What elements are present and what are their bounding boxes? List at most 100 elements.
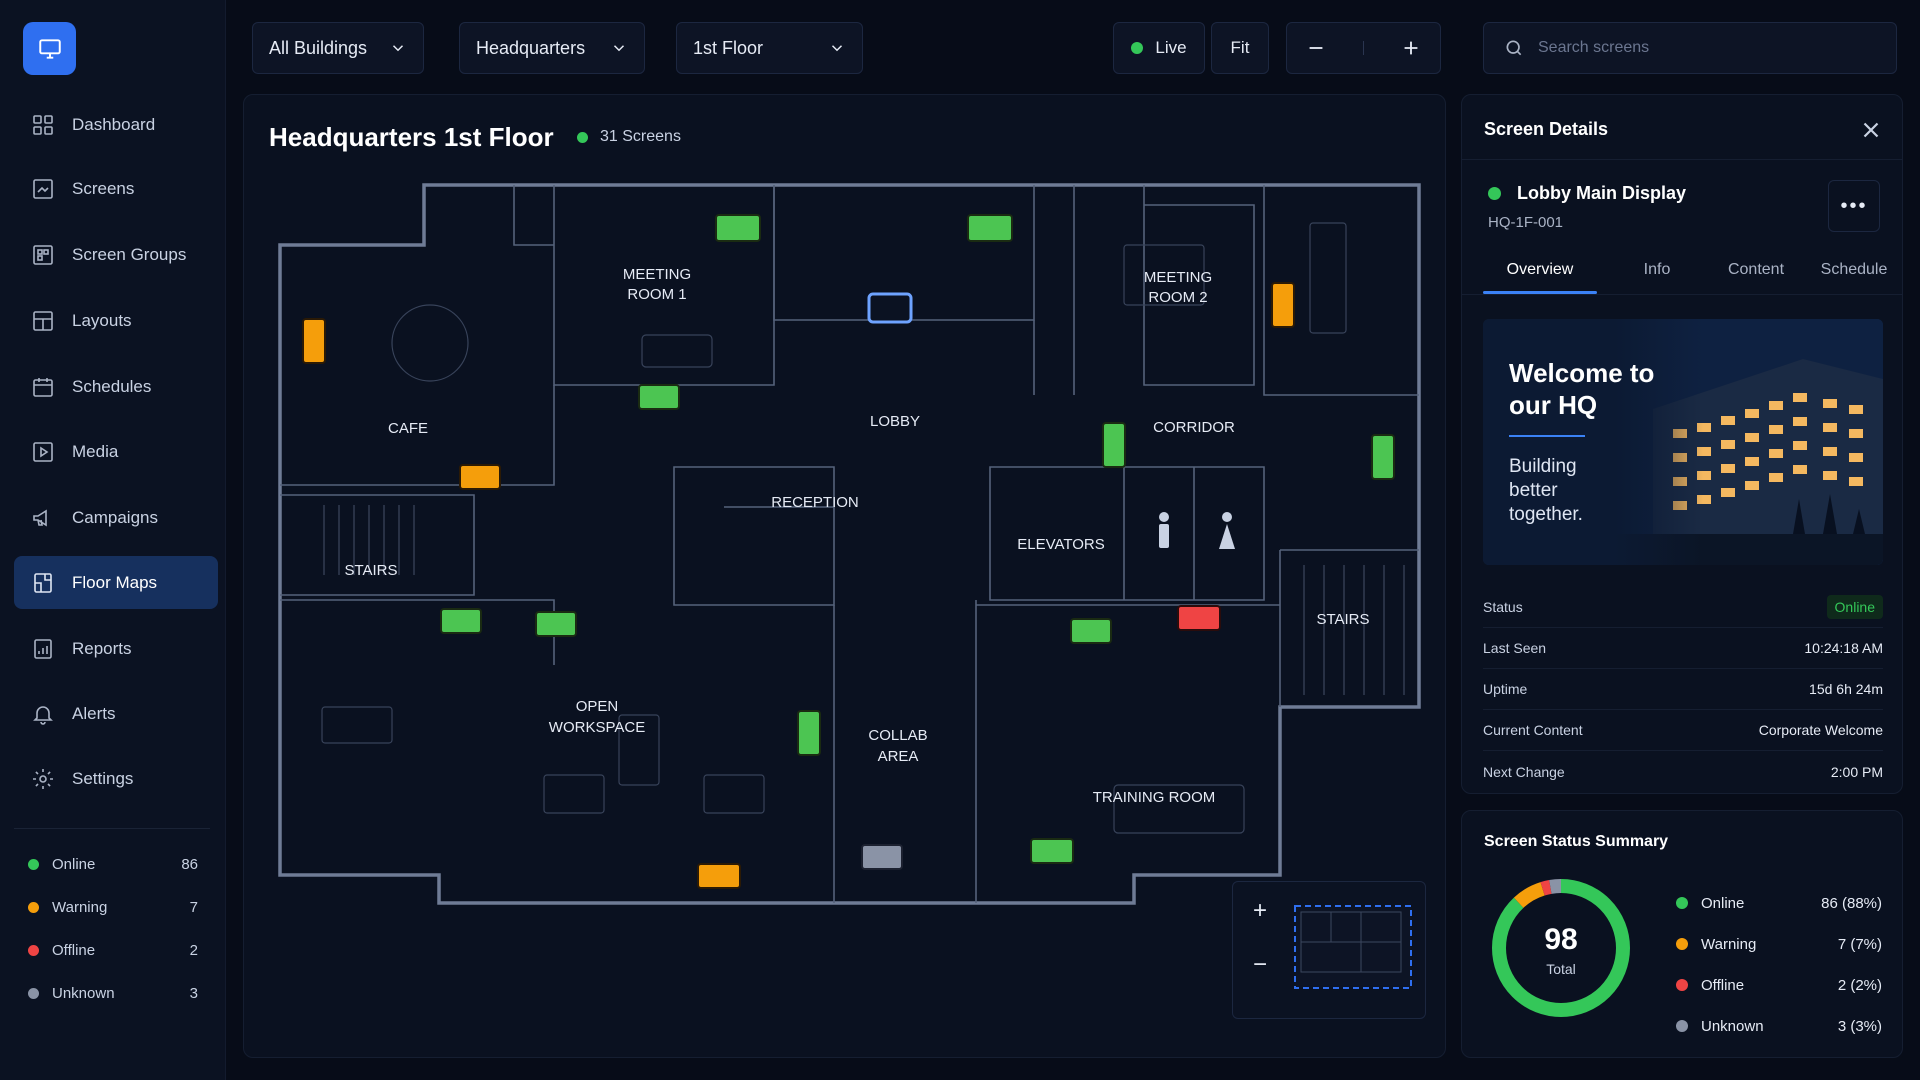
- floor-select-value: 1st Floor: [693, 37, 764, 58]
- screen-marker-online[interactable]: [638, 384, 680, 410]
- preview-accent-line: [1509, 435, 1585, 437]
- legend-unknown: Unknown 3: [28, 981, 198, 1005]
- reports-icon: [34, 638, 52, 659]
- donut-unknown-segment: [1492, 879, 1630, 1017]
- room-label-elevators: ELEVATORS: [1017, 536, 1105, 553]
- field-label: Last Seen: [1483, 640, 1547, 656]
- tab-underline: [1483, 291, 1597, 294]
- more-options-button[interactable]: •••: [1828, 180, 1880, 232]
- app-logo[interactable]: [23, 22, 76, 75]
- male-icon-body: [1159, 524, 1169, 548]
- sidebar-item-screens[interactable]: Screens: [14, 162, 218, 215]
- female-icon-body: [1219, 524, 1235, 549]
- screen-marker-warning[interactable]: [697, 863, 741, 889]
- floor-map-panel: Headquarters 1st Floor 31 Screens: [243, 94, 1446, 1058]
- sidebar-item-media[interactable]: Media: [14, 425, 218, 478]
- calendar-icon: [33, 377, 53, 397]
- screen-marker-online[interactable]: [1371, 434, 1395, 480]
- content-preview[interactable]: Welcome to our HQ Building better togeth…: [1483, 319, 1883, 565]
- field-status: Status Online: [1483, 587, 1883, 628]
- tab-info[interactable]: Info: [1643, 261, 1671, 278]
- chevron-down-icon: [613, 45, 625, 52]
- site-select[interactable]: Headquarters: [459, 22, 645, 74]
- summary-label: Offline: [1701, 976, 1745, 994]
- close-icon[interactable]: [1858, 117, 1884, 143]
- screen-marker-online[interactable]: [797, 710, 821, 756]
- screen-marker-selected[interactable]: [867, 292, 913, 324]
- room-label-corridor: CORRIDOR: [1153, 419, 1235, 436]
- screen-marker-online[interactable]: [967, 214, 1013, 242]
- live-toggle[interactable]: Live: [1113, 22, 1205, 74]
- room-labels: MEETING ROOM 1 MEETING ROOM 2 CAFE LOBBY…: [344, 266, 1369, 806]
- sidebar-item-floor-maps[interactable]: Floor Maps: [14, 556, 218, 609]
- sidebar-item-reports[interactable]: Reports: [14, 622, 218, 675]
- screen-marker-online[interactable]: [440, 608, 482, 634]
- online-dot-icon: [1676, 897, 1688, 909]
- legend-warning: Warning 7: [28, 895, 198, 919]
- building-select-value: All Buildings: [269, 37, 368, 58]
- legend-count: 7: [189, 898, 198, 916]
- screen-marker-online[interactable]: [1102, 422, 1126, 468]
- donut-total: 98: [1544, 923, 1578, 956]
- chevron-down-icon: [392, 45, 404, 52]
- screen-marker-online[interactable]: [535, 611, 577, 637]
- room-label-collab: COLLAB: [868, 727, 927, 744]
- ellipsis-icon: •••: [1840, 194, 1868, 217]
- summary-row-warning: Warning 7 (7%): [1676, 932, 1882, 956]
- room-label-open-workspace: OPEN: [576, 698, 619, 715]
- sidebar-item-schedules[interactable]: Schedules: [14, 360, 218, 413]
- floor-map-icon: [34, 572, 52, 593]
- minimap-zoom-out-button[interactable]: −: [1252, 951, 1267, 978]
- screens-count: 31 Screens: [577, 128, 681, 146]
- screen-marker-online[interactable]: [1070, 618, 1112, 644]
- live-label: Live: [1155, 38, 1187, 57]
- sidebar-divider: [14, 828, 210, 829]
- sidebar-item-settings[interactable]: Settings: [14, 752, 218, 805]
- online-dot-icon: [28, 858, 39, 870]
- screen-marker-online[interactable]: [1030, 838, 1074, 864]
- dashboard-icon: [33, 114, 53, 135]
- sidebar-item-alerts[interactable]: Alerts: [14, 687, 218, 740]
- tab-schedule[interactable]: Schedule: [1820, 261, 1888, 278]
- search-input[interactable]: [1538, 39, 1858, 57]
- screen-groups-icon: [33, 244, 53, 265]
- screen-marker-warning[interactable]: [459, 464, 501, 490]
- field-value: Corporate Welcome: [1758, 722, 1883, 738]
- sidebar-item-layouts[interactable]: Layouts: [14, 294, 218, 347]
- zoom-in-button[interactable]: [1400, 37, 1422, 59]
- screen-marker-offline[interactable]: [1177, 605, 1221, 631]
- sidebar-item-dashboard[interactable]: Dashboard: [14, 98, 218, 151]
- warning-dot-icon: [1676, 938, 1688, 950]
- building-select[interactable]: All Buildings: [252, 22, 424, 74]
- fit-button[interactable]: Fit: [1211, 22, 1269, 74]
- screen-marker-online[interactable]: [715, 214, 761, 242]
- legend-label: Online: [52, 855, 96, 873]
- sidebar-item-screen-groups[interactable]: Screen Groups: [14, 228, 218, 281]
- room-label-meeting-1: MEETING: [623, 266, 691, 283]
- minimap[interactable]: + −: [1232, 881, 1426, 1019]
- room-label-stairs-right: STAIRS: [1316, 611, 1369, 628]
- sidebar-item-campaigns[interactable]: Campaigns: [14, 491, 218, 544]
- room-label-meeting-2b: ROOM 2: [1148, 289, 1207, 306]
- screen-marker-unknown[interactable]: [861, 844, 903, 870]
- screen-markers: [302, 214, 1395, 889]
- search-icon: [1506, 40, 1522, 56]
- screen-marker-warning[interactable]: [1271, 282, 1295, 328]
- tabs-divider: [1462, 294, 1902, 295]
- screen-marker-warning[interactable]: [302, 318, 326, 364]
- room-label-lobby: LOBBY: [870, 413, 920, 430]
- online-dot-icon: [1488, 187, 1501, 200]
- details-title: Screen Details: [1484, 119, 1609, 139]
- tab-overview[interactable]: Overview: [1506, 261, 1574, 278]
- summary-value: 2 (2%): [1837, 976, 1882, 994]
- floor-select[interactable]: 1st Floor: [676, 22, 863, 74]
- sidebar-item-label: Reports: [72, 638, 132, 658]
- chevron-down-icon: [831, 45, 843, 52]
- minimap-zoom-in-button[interactable]: +: [1252, 897, 1267, 924]
- zoom-out-button[interactable]: [1305, 37, 1327, 59]
- restroom-icons: [1159, 512, 1235, 549]
- tab-content[interactable]: Content: [1727, 261, 1785, 278]
- screen-id: HQ-1F-001: [1488, 214, 1564, 231]
- field-value: 2:00 PM: [1830, 763, 1883, 780]
- floor-plan[interactable]: MEETING ROOM 1 MEETING ROOM 2 CAFE LOBBY…: [244, 95, 1446, 1058]
